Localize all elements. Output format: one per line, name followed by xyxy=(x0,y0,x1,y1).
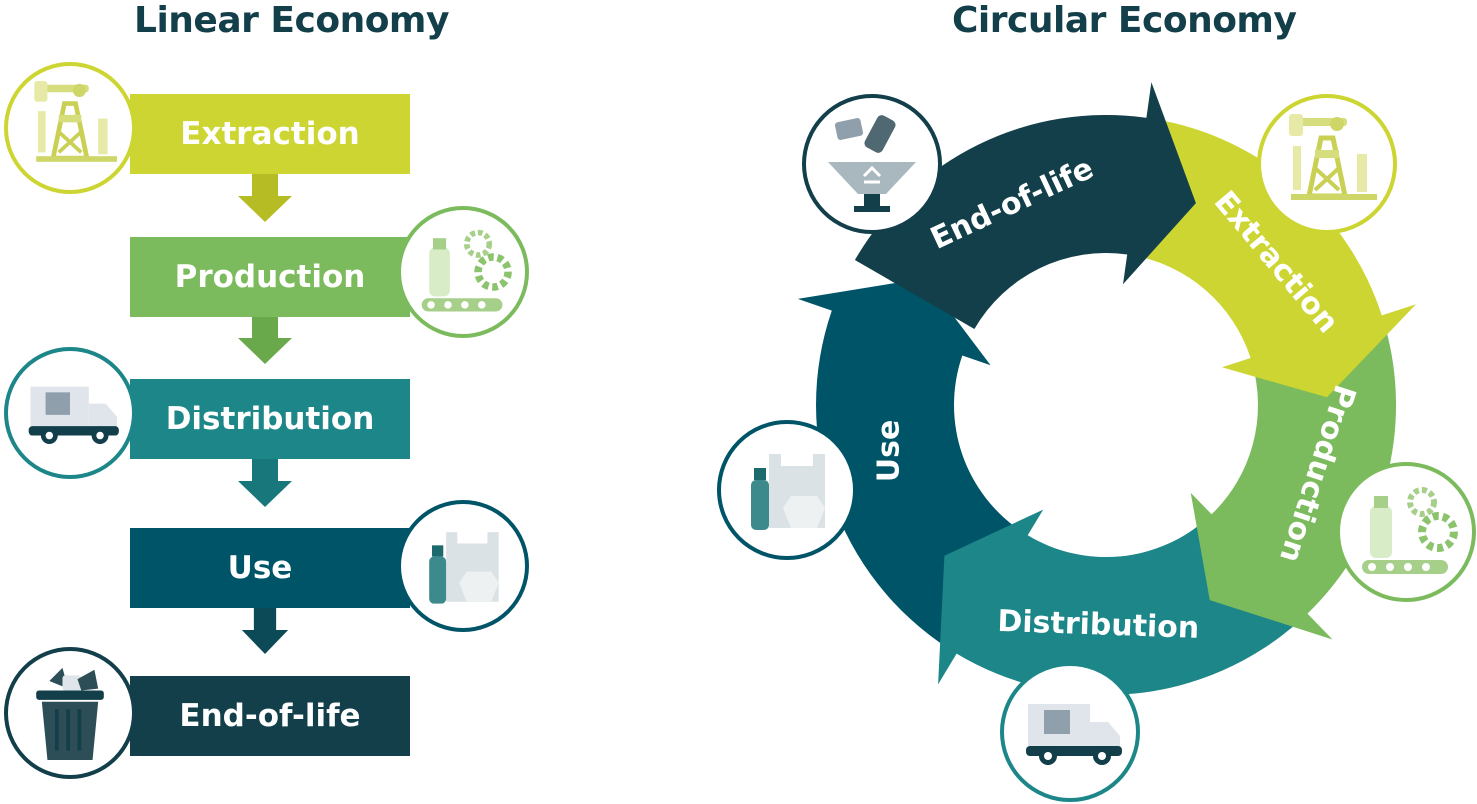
factory-conveyor-icon xyxy=(1336,462,1476,602)
linear-economy-title: Linear Economy xyxy=(134,0,449,41)
down-arrow xyxy=(238,316,292,364)
delivery-truck-icon xyxy=(4,347,136,479)
oil-pump-icon xyxy=(1257,94,1397,234)
down-arrow xyxy=(238,174,292,222)
recycling-funnel-icon xyxy=(802,94,942,234)
stage-label: Distribution xyxy=(165,401,375,437)
stage-label: Production xyxy=(174,259,366,295)
linear-stage-production: Production xyxy=(130,237,410,317)
stage-label: End-of-life xyxy=(179,698,361,734)
delivery-truck-icon xyxy=(1000,662,1140,802)
trash-bin-icon xyxy=(4,647,136,779)
linear-stage-end-of-life: End-of-life xyxy=(130,676,410,756)
bottles-bags-icon xyxy=(397,500,529,632)
cycle-label-use: Use xyxy=(871,420,906,483)
factory-conveyor-icon xyxy=(397,206,529,338)
linear-stage-use: Use xyxy=(130,528,410,608)
down-arrow xyxy=(241,606,289,654)
linear-stage-distribution: Distribution xyxy=(130,379,410,459)
cycle-arrow-end-of-life xyxy=(854,82,1196,329)
cycle-arrow-extraction xyxy=(1132,119,1416,398)
down-arrow xyxy=(238,459,292,507)
stage-label: Extraction xyxy=(180,116,360,152)
cycle-label-distribution: Distribution xyxy=(997,604,1200,646)
circular-economy-title: Circular Economy xyxy=(952,0,1297,41)
oil-pump-icon xyxy=(4,62,136,194)
bottles-bags-icon xyxy=(717,420,857,560)
linear-stage-extraction: Extraction xyxy=(130,94,410,174)
stage-label: Use xyxy=(227,550,293,586)
